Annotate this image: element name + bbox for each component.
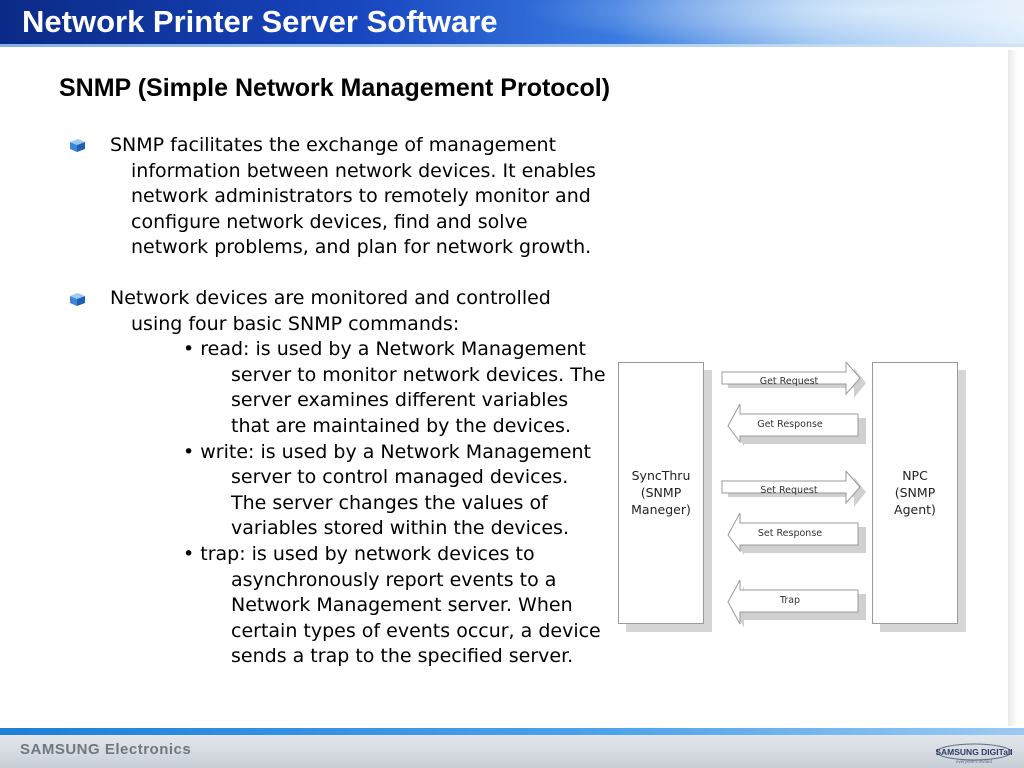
bullet1-line4: configure network devices, find and solv… bbox=[131, 210, 528, 233]
snmp-agent-box: NPC (SNMP Agent) bbox=[872, 362, 958, 624]
write-item-line3: The server changes the values of bbox=[231, 491, 548, 514]
svg-text:SAMSUNG DIGITall: SAMSUNG DIGITall bbox=[936, 747, 1012, 757]
title-banner: Network Printer Server Software bbox=[0, 0, 1024, 44]
svg-text:everyone's invited: everyone's invited bbox=[956, 759, 992, 764]
footer-bar bbox=[0, 735, 1024, 768]
set-response-label: Set Response bbox=[757, 528, 823, 539]
bullet2-line2: using four basic SNMP commands: bbox=[131, 312, 460, 335]
write-item-line4: variables stored within the devices. bbox=[231, 517, 569, 540]
set-request-label: Set Request bbox=[760, 485, 818, 496]
slide-title: Network Printer Server Software bbox=[22, 4, 498, 39]
get-request-arrow bbox=[721, 362, 866, 398]
trap-arrow bbox=[727, 579, 866, 628]
write-item-line2: server to control managed devices. bbox=[231, 466, 569, 489]
cube-bullet-icon bbox=[70, 293, 85, 306]
content-frame-shadow bbox=[1008, 50, 1018, 726]
trap-item-line3: Network Management server. When bbox=[231, 594, 573, 617]
snmp-agent-label: NPC (SNMP Agent) bbox=[894, 468, 936, 517]
samsung-digitall-logo: SAMSUNG DIGITall everyone's invited bbox=[936, 743, 1012, 764]
trap-item-line1: • trap: is used by network devices to bbox=[183, 543, 535, 565]
bullet1-line1: SNMP facilitates the exchange of managem… bbox=[110, 134, 557, 156]
bullet2-line1: Network devices are monitored and contro… bbox=[110, 287, 551, 309]
set-response-arrow bbox=[727, 512, 866, 555]
bullet1-line2: information between network devices. It … bbox=[131, 159, 596, 182]
trap-item-line4: certain types of events occur, a device bbox=[231, 619, 601, 642]
set-request-arrow bbox=[721, 471, 866, 507]
slide-subtitle: SNMP (Simple Network Management Protocol… bbox=[59, 74, 611, 102]
get-request-label: Get Request bbox=[759, 376, 819, 387]
footer-accent-bar bbox=[0, 728, 1024, 735]
get-response-arrow bbox=[727, 403, 866, 446]
trap-item-line2: asynchronously report events to a bbox=[231, 568, 557, 591]
bullet1-line5: network problems, and plan for network g… bbox=[131, 236, 592, 259]
read-item-line1: • read: is used by a Network Management bbox=[183, 338, 586, 361]
read-item-line3: server examines different variables bbox=[231, 389, 569, 412]
snmp-manager-box: SyncThru (SNMP Maneger) bbox=[618, 362, 704, 624]
get-response-label: Get Response bbox=[757, 419, 823, 430]
trap-item-line5: sends a trap to the specified server. bbox=[231, 645, 574, 668]
write-item-line1: • write: is used by a Network Management bbox=[183, 440, 591, 463]
cube-bullet-icon bbox=[70, 139, 85, 152]
bullet1-line3: network administrators to remotely monit… bbox=[131, 185, 591, 208]
title-underline bbox=[0, 44, 1024, 47]
read-item-line2: server to monitor network devices. The bbox=[231, 363, 606, 386]
footer-brand: SAMSUNG Electronics bbox=[20, 741, 192, 758]
read-item-line4: that are maintained by the devices. bbox=[231, 415, 571, 437]
snmp-manager-label: SyncThru (SNMP Maneger) bbox=[631, 468, 691, 517]
trap-label: Trap bbox=[779, 595, 801, 606]
